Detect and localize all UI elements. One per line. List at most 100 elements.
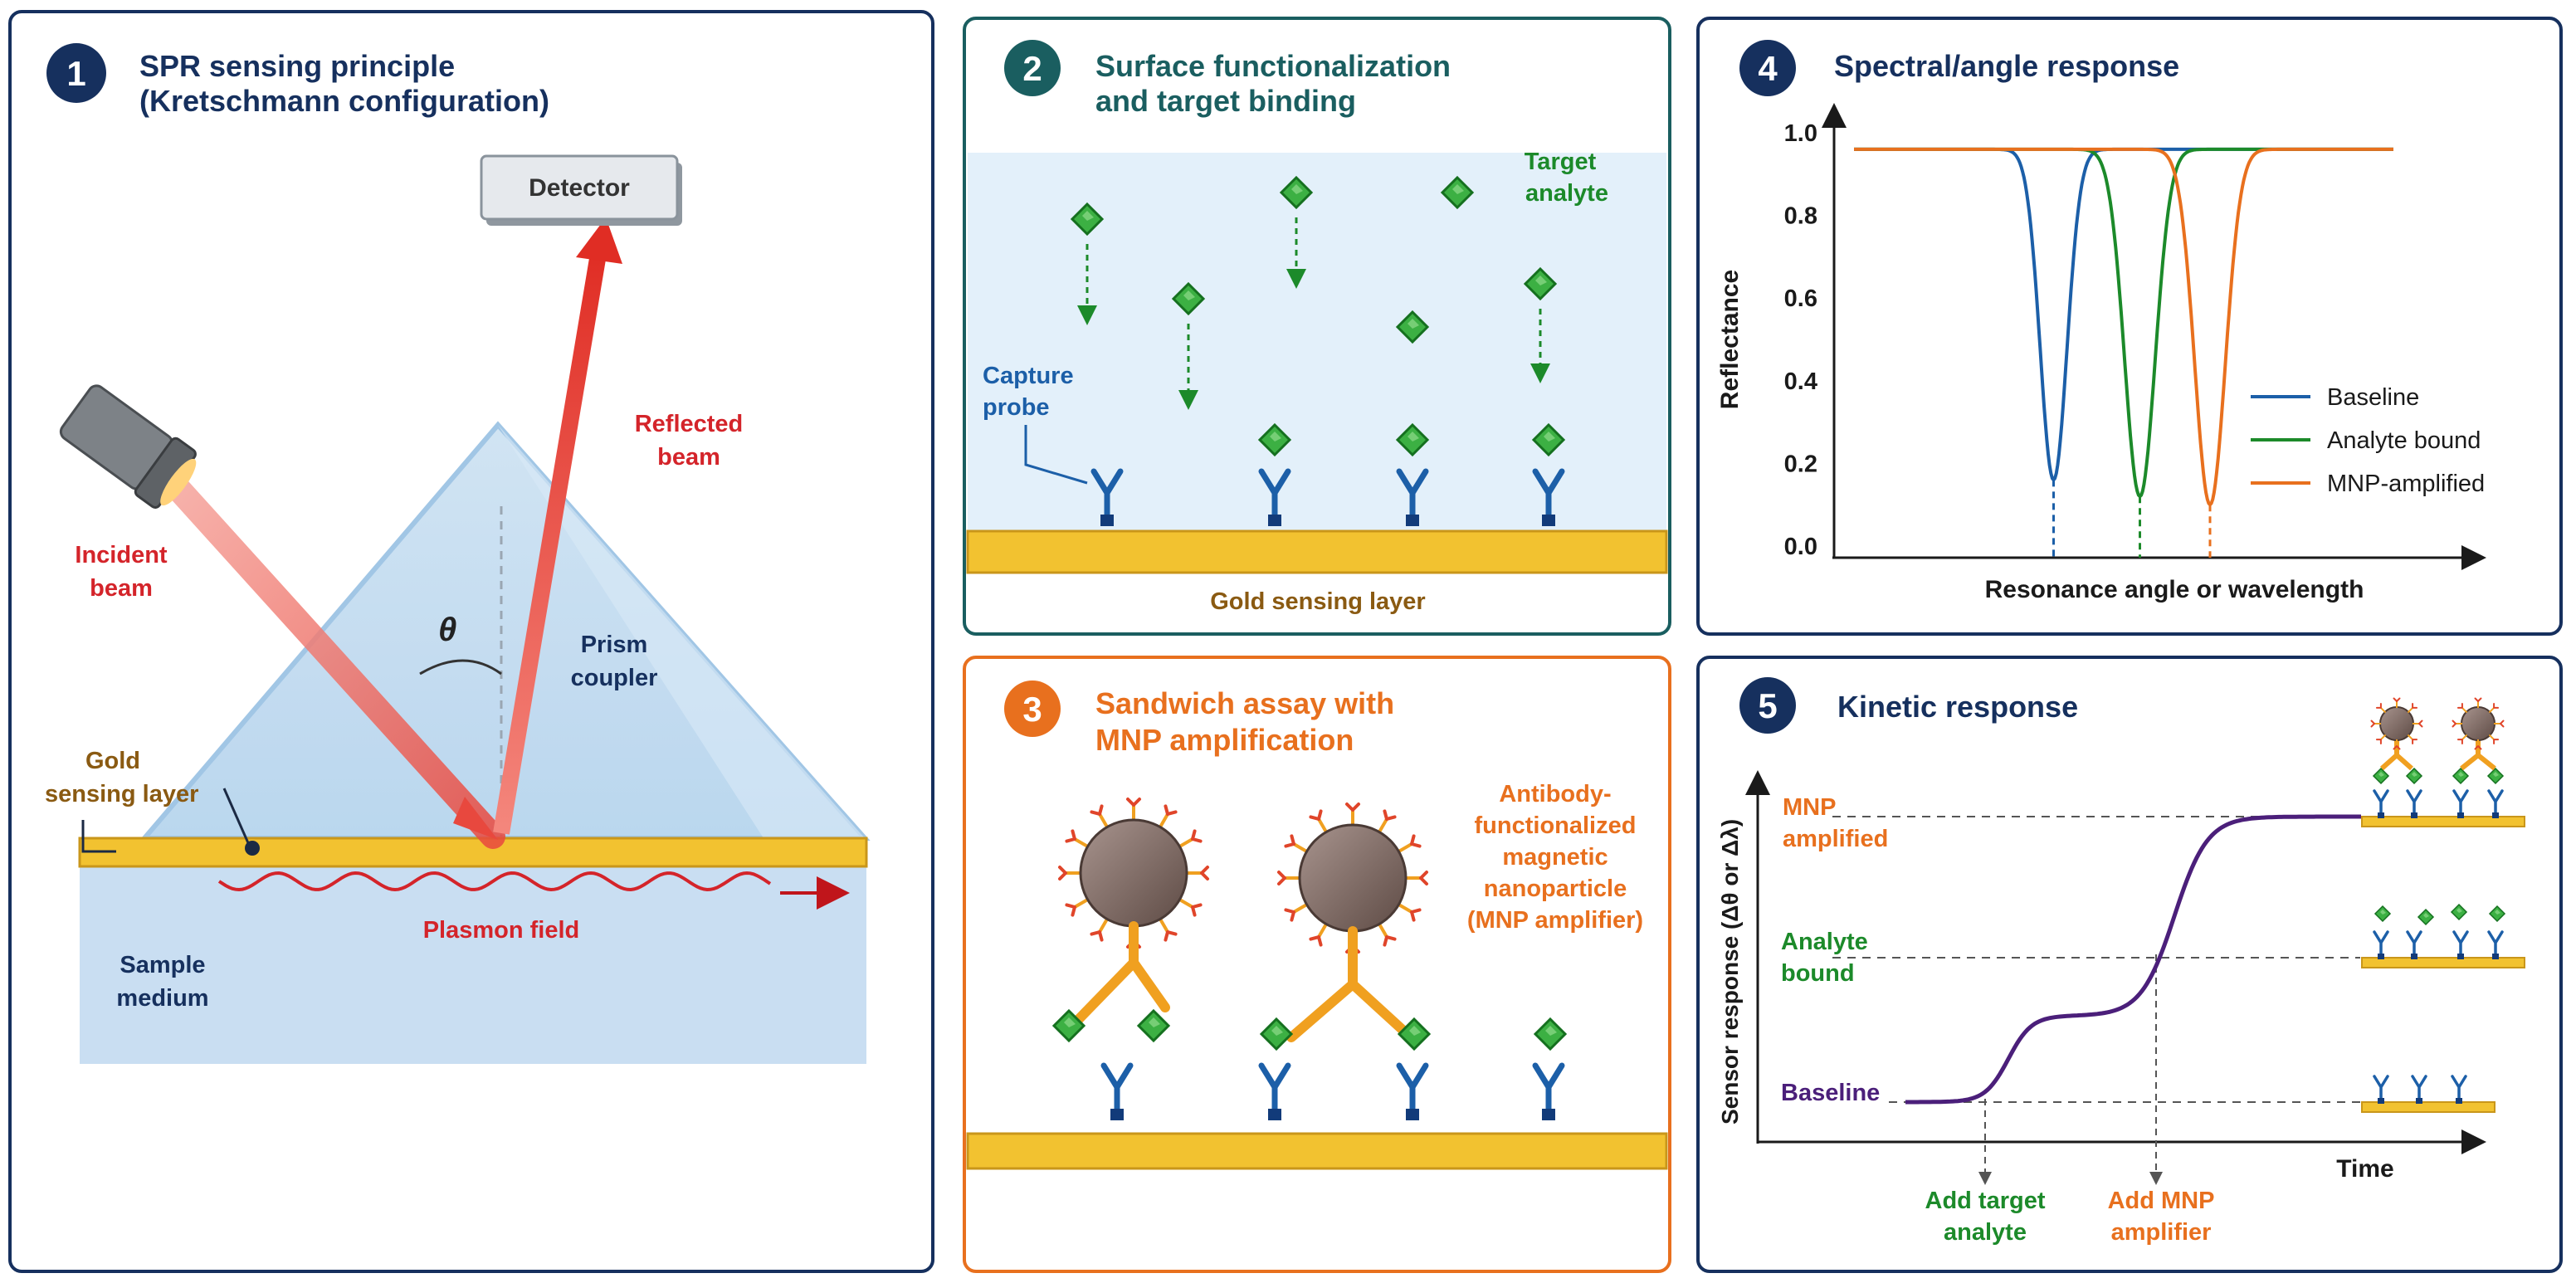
sample-label-line1: Sample [120,952,205,978]
mnp-antibody-tip [1065,903,1076,917]
event1-line1: Add target [1925,1188,2046,1214]
legend-label-3: MNP-amplified [2327,471,2485,497]
mnp-antibody-tip [2493,702,2500,709]
plasmon-label: Plasmon field [423,917,580,944]
panel-5-badge [1739,677,1796,734]
capture-label-line2: probe [983,394,1050,421]
kinetic-x-label: Time [2336,1155,2393,1183]
incident-label-line2: beam [90,575,153,602]
mnp-antibody-tip [2370,720,2375,728]
mnp-antibody-tip [1419,871,1428,885]
prism-label-line2: coupler [571,665,658,691]
panel-3: 3 Sandwich assay with MNP amplification … [963,656,1671,1273]
incident-beam-arrow [453,797,498,840]
spectral-y-tick-label: 0.6 [1784,285,1817,312]
mnp-label-line5: (MNP amplifier) [1467,907,1643,934]
mnp-antibody-stem [2380,707,2387,714]
panel-5: 5 Kinetic response Sensor response (Δθ o… [1696,656,2563,1273]
mnp-antibody-stem [2461,734,2468,740]
panel-1-title-line1: SPR sensing principle [139,49,455,83]
panel-2-title-line1: Surface functionalization [1095,49,1451,83]
legend-label-1: Baseline [2327,384,2419,411]
light-source-icon [59,384,197,509]
mnp-antibody-tip [2474,697,2482,702]
mnp-antibody-tip [1090,804,1104,816]
panel-3-title-line1: Sandwich assay with [1095,686,1394,720]
mnp-antibody-tip [1309,935,1323,947]
spectral-y-tick-label: 0.2 [1784,451,1817,477]
mnp-antibody-stem [2488,707,2495,714]
mnp-antibody-tip [2418,720,2423,728]
gold-label-line1: Gold [85,748,140,774]
gold-layer-bracket [81,820,116,853]
level-analyte-line1: Analyte [1781,929,1868,955]
reflected-label-line1: Reflected [635,411,744,437]
mnp-antibody-tip [2452,720,2456,728]
panel-4-title: Spectral/angle response [1834,49,2179,83]
panel-3-gold-layer [966,1132,1668,1170]
mnp-label-line4: nanoparticle [1484,876,1627,902]
detector-label: Detector [529,174,630,202]
mnp-antibody-stem [2461,707,2468,714]
mnp-antibody-tip [2500,720,2505,728]
panel-3-badge [1004,681,1061,737]
mnp-antibody-tip [2393,745,2401,750]
reflected-beam [493,247,607,835]
spectral-y-tick-label: 0.4 [1784,368,1817,395]
mnp-antibody-tip [1065,829,1076,843]
event2-line1: Add MNP [2108,1188,2215,1214]
panel-2: 2 Surface functionalization and target b… [963,17,1671,636]
mnp-antibody-tip [2375,739,2382,745]
level-mnp-line1: MNP [1783,794,1836,821]
panel-2-title-line2: and target binding [1095,84,1356,118]
event1-line2: analyte [1944,1219,2027,1246]
prism-label-line1: Prism [581,632,648,658]
mnp-antibody-tip [2456,739,2463,745]
mnp-antibody-stem [2380,734,2387,740]
mnp-antibody-tip [1191,829,1203,843]
mnp-antibody-tip [1164,804,1178,816]
spectral-y-tick-label: 0.0 [1784,534,1817,560]
panel-5-frame [1696,656,2563,1273]
panel-1: 1 SPR sensing principle (Kretschmann con… [8,10,934,1273]
panel-4-badge [1739,40,1796,96]
theta-arc [419,659,502,676]
panel-3-frame [963,656,1671,1273]
mnp-antibody-tip [2375,702,2382,709]
sample-label-line2: medium [116,985,208,1012]
mnp-antibody-tip [1383,935,1397,947]
mnp-antibody-tip [2393,697,2401,702]
panel-2-number: 2 [1022,49,1042,88]
mnp-antibody-tip [1191,903,1203,917]
capture-label-line1: Capture [983,363,1074,389]
level-analyte-line2: bound [1781,960,1855,987]
spectral-x-label: Resonance angle or wavelength [1985,576,2364,603]
mnp-antibody-tip [1410,834,1422,848]
mnp-antibody-tip [1383,809,1397,821]
mnp-antibody-tip [2493,739,2500,745]
spectral-y-tick-label: 1.0 [1784,120,1817,147]
plasmon-wave [217,871,772,892]
mnp-antibody-tip [2456,702,2463,709]
legend-label-2: Analyte bound [2327,427,2481,454]
prism-facet [498,425,865,838]
mnp-antibody-stem [2407,734,2413,740]
mini-surface-mnp [2361,697,2525,827]
gold-label-line2: sensing layer [45,781,198,807]
mnp-antibody-tip [1345,802,1360,812]
kinetic-curve [1905,814,2361,1105]
mnp-antibody-stem [2407,707,2413,714]
mini-surface-analyte [2361,904,2525,968]
mnp-antibody-tip [1309,809,1323,821]
target-label-line2: analyte [1525,180,1608,207]
incident-label-line1: Incident [75,542,168,568]
mnp-antibody-tip [1277,871,1286,885]
reflected-label-line2: beam [657,444,720,471]
panel-4-frame [1696,17,2563,636]
mnp-antibody-tip [2412,702,2418,709]
target-label-line1: Target [1525,149,1597,175]
mnp-antibody-tip [1410,908,1422,922]
mnp-antibody-tip [1126,798,1141,807]
kinetic-y-label: Sensor response (Δθ or Δλ) [1717,819,1743,1124]
